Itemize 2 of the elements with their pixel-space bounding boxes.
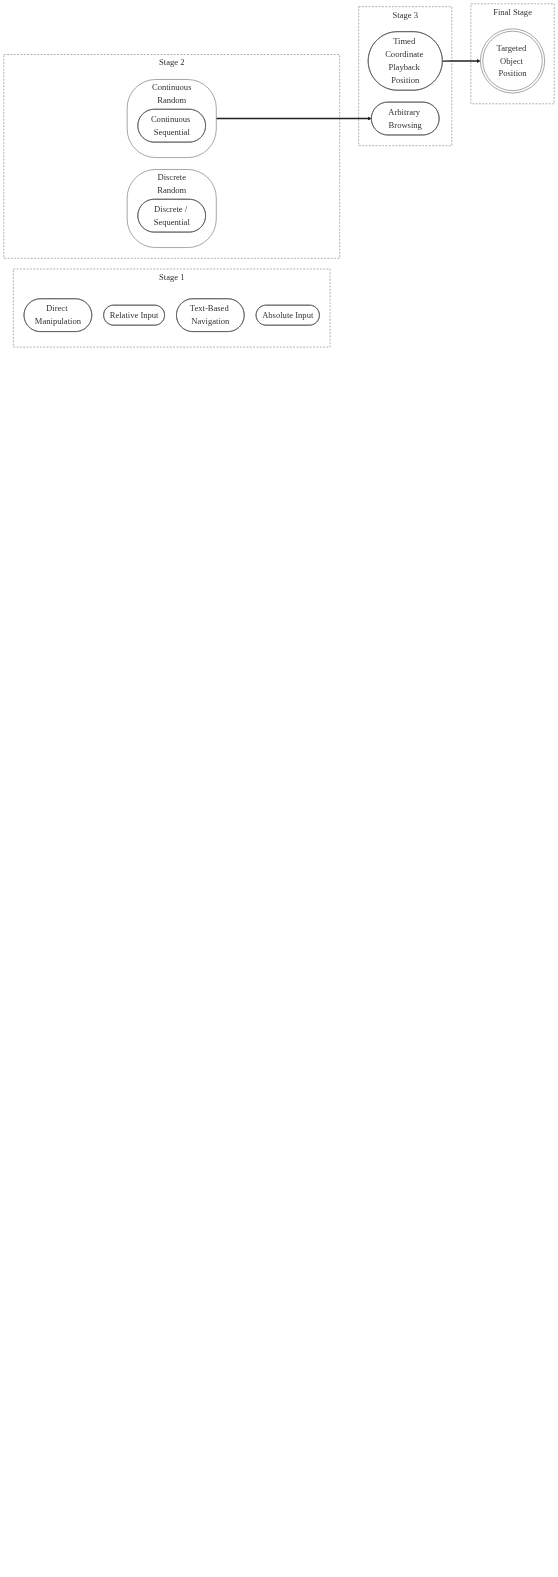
arrow [215,116,372,121]
arrow [441,58,481,64]
